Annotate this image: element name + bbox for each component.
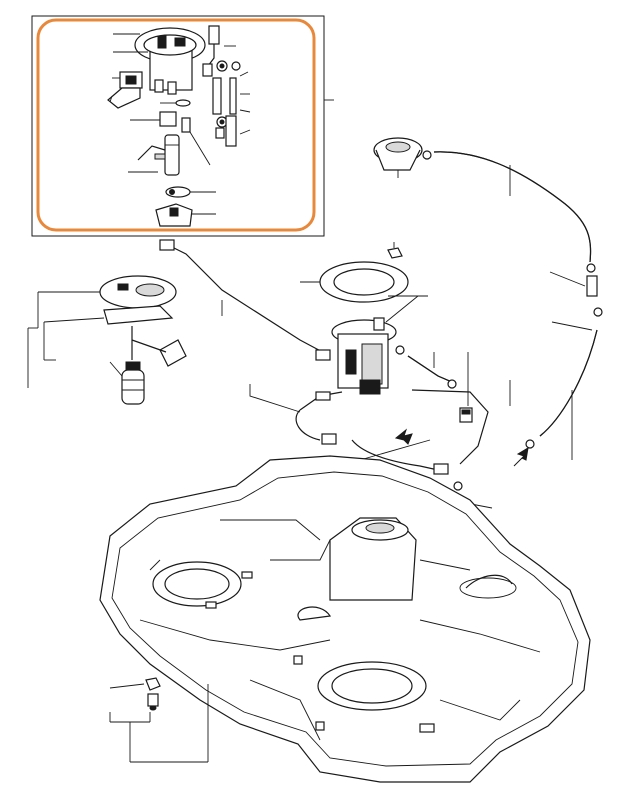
pump-flange-part bbox=[113, 27, 206, 95]
wire-connector-part bbox=[202, 25, 236, 77]
filter-sock-part bbox=[155, 203, 216, 227]
pump-motor-part bbox=[128, 99, 211, 176]
filler-cap-assembly bbox=[373, 137, 603, 317]
clamp-part bbox=[165, 186, 216, 198]
fuel-feed-line bbox=[159, 239, 343, 445]
sender-bracket-part bbox=[107, 71, 143, 109]
fuel-tank-body bbox=[99, 455, 591, 783]
inset-highlight-frame bbox=[36, 18, 316, 232]
seal-rings-part bbox=[212, 60, 251, 147]
pump-subassembly-inset bbox=[31, 15, 334, 237]
sender-unit-assembly bbox=[27, 275, 187, 405]
pump-gasket-ring bbox=[300, 261, 409, 303]
filler-hose bbox=[433, 151, 592, 263]
bolt-part bbox=[387, 242, 403, 259]
drain-plug-assembly bbox=[109, 677, 209, 763]
fuel-pump-module bbox=[331, 295, 428, 395]
breather-hose bbox=[513, 321, 598, 467]
